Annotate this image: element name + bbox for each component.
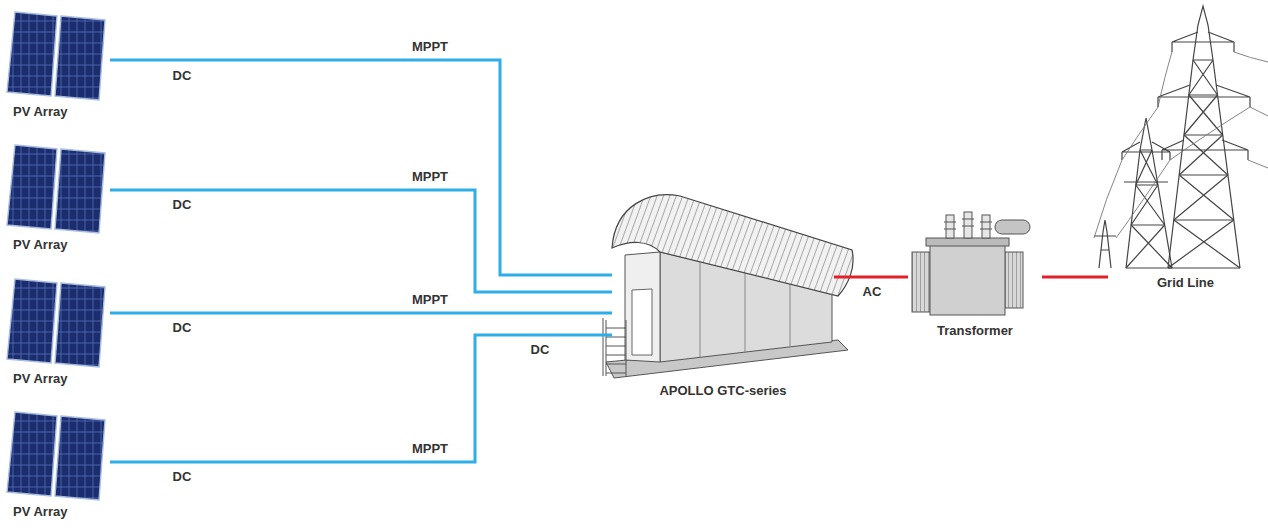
inverter-building [625,252,660,362]
transformer-picture [944,219,992,229]
edge-label: MPPT [412,169,448,185]
pv-panel-pictures [7,412,105,500]
signal-label: DC [173,197,192,213]
node-label: APOLLO GTC-series [659,383,786,399]
transformer-picture [1005,252,1023,308]
transformer-picture [926,238,1009,246]
dc-cable [110,190,612,292]
transmission-towers [1168,60,1240,268]
transformer-picture [995,220,1030,234]
dc-cable [110,335,612,462]
transformer-node: Transformer [908,213,1042,339]
pv-panel-pictures [7,12,105,100]
transformer-picture [912,252,930,312]
signal-label: DC [531,342,550,358]
signal-label: DC [173,68,192,84]
dc-cable [110,60,612,275]
signal-label: DC [173,320,192,336]
transformer-picture [946,215,954,238]
inverter-building [603,318,626,376]
edge-label: AC [863,284,882,300]
node-label: PV Array [13,237,67,253]
dc-cable [110,312,612,315]
inverter-building [632,289,652,355]
ac-cable [834,276,908,279]
pv-panel-pictures [7,12,105,500]
node-label: PV Array [13,504,67,520]
transformer-picture [930,245,1005,315]
transmission-towers [1122,142,1170,182]
node-label: PV Array [13,104,67,120]
transmission-towers [1158,42,1250,160]
transformer-picture [912,212,1030,315]
pv-array-node: PV Array [5,10,110,120]
pv-array-node: PV Array [5,143,110,253]
grid-node: Grid Line [1108,5,1263,291]
inverter-building [612,195,853,296]
overhead-wires [1094,52,1268,238]
inverter-node: APOLLO GTC-series [612,188,834,399]
node-label: Transformer [937,323,1013,339]
edge-label: MPPT [412,39,448,55]
edge-label: MPPT [412,441,448,457]
signal-label: DC [173,469,192,485]
pv-panel-pictures [7,145,105,233]
inverter-building [603,195,853,378]
transformer-picture [982,215,990,238]
transformer-picture [964,212,972,238]
edge-label: MPPT [412,292,448,308]
node-label: PV Array [13,371,67,387]
pv-array-node: PV Array [5,277,110,387]
pv-panel-pictures [7,279,105,367]
transmission-towers [1168,60,1240,268]
overhead-wires [1094,52,1268,238]
transmission-towers [1094,6,1250,268]
transmission-towers [1126,118,1172,268]
pv-array-node: PV Array [5,410,110,520]
ac-cable [1042,276,1108,279]
node-label: Grid Line [1157,275,1214,291]
